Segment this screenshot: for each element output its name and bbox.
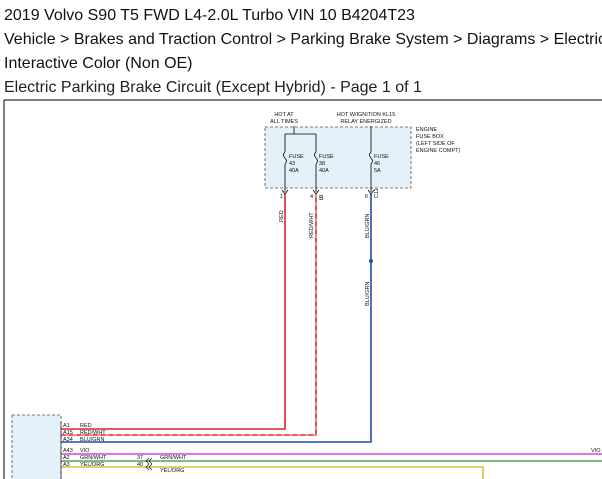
module-pin-a2: A2 — [63, 455, 70, 461]
wire-red-wht[interactable] — [52, 194, 317, 436]
inline-connector-40-icon — [145, 463, 153, 471]
module-pin-a43: A43 — [63, 448, 73, 454]
wire-blu-grn-label-2: BLU/GRN — [365, 282, 371, 306]
parking-brake-module[interactable] — [11, 414, 62, 479]
hot-ignition-label-1: HOT W/IGNITION KL15 — [337, 112, 396, 118]
fuse-38-number: 38 — [319, 161, 325, 167]
module-wire-yel-org: YEL/ORG — [80, 462, 104, 468]
hot-ignition-label-2: RELAY ENERGIZED — [340, 119, 391, 125]
conn-wire-yel-org: YEL/ORG — [160, 468, 184, 474]
engine-fuse-box — [264, 126, 412, 189]
fuse-43-label: FUSE — [289, 154, 304, 160]
module-pin-a34: A34 — [63, 437, 73, 443]
fuse-box-label-2: FUSE BOX — [416, 134, 444, 140]
fuse-46-number: 46 — [374, 161, 380, 167]
wire-red-wht-label: RED/WHT — [309, 212, 315, 238]
module-wire-grn-wht: GRN/WHT — [80, 455, 107, 461]
pin-4-label: 4 — [310, 194, 313, 200]
breadcrumb[interactable]: Vehicle > Brakes and Traction Control > … — [4, 31, 602, 48]
splice-point — [369, 259, 373, 263]
pin-1-label: 1 — [280, 194, 283, 200]
wire-blu-grn-label-1: BLU/GRN — [365, 214, 371, 238]
wire-blu-grn[interactable] — [52, 194, 372, 443]
module-pin-a15: A15 — [63, 430, 73, 436]
fuse-46-icon — [369, 151, 373, 165]
fuse-38-icon — [314, 151, 318, 165]
pin-b-label: B — [319, 195, 324, 202]
conn-pin-37: 37 — [137, 455, 143, 461]
fuse-box-label-1: ENGINE — [416, 127, 437, 133]
module-wire-blu-grn: BLU/GRN — [80, 437, 104, 443]
fuse-38-amps: 40A — [319, 168, 329, 174]
fuse-43-amps: 40A — [289, 168, 299, 174]
fuse-46-amps: 5A — [374, 168, 381, 174]
fuse-46-label: FUSE — [374, 154, 389, 160]
page-title: Electric Parking Brake Circuit (Except H… — [4, 79, 422, 96]
inline-connector-37-icon — [145, 457, 153, 465]
module-pin-a3: A3 — [63, 462, 70, 468]
wire-red-label: RED — [279, 210, 285, 222]
breadcrumb-continuation[interactable]: Interactive Color (Non OE) — [4, 55, 193, 72]
module-wire-red: RED — [80, 423, 92, 429]
vehicle-title: 2019 Volvo S90 T5 FWD L4-2.0L Turbo VIN … — [4, 7, 415, 24]
hot-at-all-times-label-2: ALL TIMES — [270, 119, 298, 125]
pin-6-label: 6 — [365, 194, 368, 200]
module-wire-red-wht: RED/WHT — [80, 430, 106, 436]
conn-wire-grn-wht: GRN/WHT — [160, 455, 187, 461]
conn-pin-40: 40 — [137, 462, 143, 468]
fuse-43-icon — [283, 151, 287, 165]
fuse-43-number: 43 — [289, 161, 295, 167]
fuse-box-label-3: (LEFT SIDE OF — [416, 141, 455, 147]
wire-red[interactable] — [52, 194, 286, 430]
pin-c11-label: C11 — [374, 188, 380, 198]
wire-vio-right-label: VIO — [591, 448, 601, 454]
wire-yel-org[interactable] — [52, 466, 484, 479]
module-wire-vio: VIO — [80, 448, 90, 454]
fuse-box-label-4: ENGINE COMPT) — [416, 148, 460, 154]
wire-red-wht-stripe — [52, 194, 317, 436]
fuse-38-label: FUSE — [319, 154, 334, 160]
module-pin-a1: A1 — [63, 423, 70, 429]
hot-at-all-times-label-1: HOT AT — [274, 112, 294, 118]
